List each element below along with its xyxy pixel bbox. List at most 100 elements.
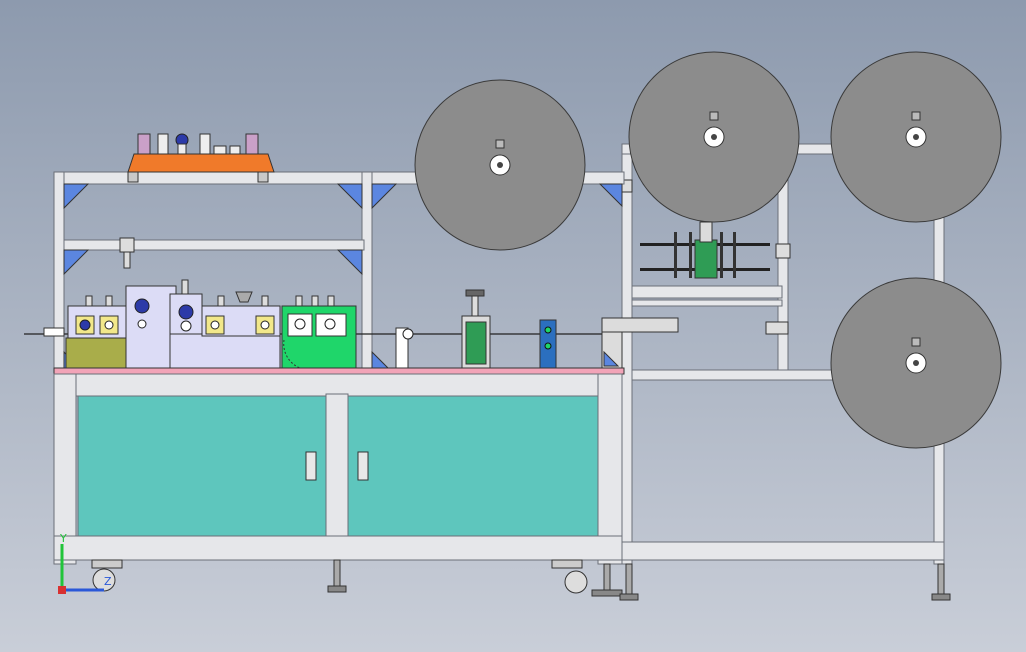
- idler-roller: [402, 328, 414, 340]
- rail-clamp: [119, 237, 135, 253]
- guide-rod: [733, 232, 736, 278]
- tension-roller: [694, 239, 718, 279]
- plate-knob: [177, 143, 187, 155]
- corner-bracket: [598, 183, 623, 208]
- caster-mount: [551, 559, 583, 569]
- table-top-rail: [53, 367, 625, 375]
- rail-clamp-rod: [123, 251, 131, 269]
- cabinet-post-mid: [325, 393, 349, 539]
- reel-lock: [911, 337, 921, 347]
- tension-spring: [699, 221, 713, 243]
- adjust-knob: [181, 279, 189, 295]
- rail-clamp: [775, 243, 791, 259]
- embossing-module: [125, 285, 177, 371]
- sensor-led: [544, 342, 552, 350]
- guide-rod: [720, 232, 723, 278]
- reel-lock: [709, 111, 719, 121]
- mid-beam: [63, 239, 365, 251]
- guide-rod: [689, 232, 692, 278]
- coordinate-triad-icon: Y Z: [58, 532, 112, 594]
- reel-shaft: [913, 360, 919, 366]
- reel-icon: [414, 79, 586, 251]
- upper-post-left: [53, 171, 65, 373]
- plate-knob: [157, 133, 169, 155]
- reel-lock: [911, 111, 921, 121]
- gear-roller: [180, 320, 192, 332]
- feed-roller: [104, 320, 114, 330]
- reel-shaft: [497, 162, 503, 168]
- unwind-shelf-lip: [631, 299, 783, 307]
- cutting-press-window: [465, 321, 487, 365]
- adjust-knob: [295, 295, 303, 307]
- process-stations: [24, 279, 679, 371]
- weld-guard-arc: [283, 339, 301, 369]
- corner-bracket: [336, 249, 363, 276]
- hopper-funnel: [235, 291, 253, 303]
- press-handle: [465, 289, 485, 297]
- reel-shaft: [913, 134, 919, 140]
- adjust-knob: [327, 295, 335, 307]
- drive-housing: [169, 333, 281, 371]
- reel-icon: [628, 51, 800, 223]
- reel-icon: [830, 51, 1002, 223]
- reel-shaft: [711, 134, 717, 140]
- press-screw: [471, 295, 479, 317]
- x-axis-origin: [58, 586, 66, 594]
- unwind-rail-bottom: [621, 541, 945, 561]
- y-axis-label: Y: [59, 532, 67, 545]
- door-handle-icon: [357, 451, 369, 481]
- plate-knob: [245, 133, 259, 155]
- sensor-led: [544, 326, 552, 334]
- web-guide: [43, 327, 65, 337]
- corner-bracket: [336, 183, 363, 210]
- weld-roller: [324, 318, 336, 330]
- emboss-roller: [137, 319, 147, 329]
- weld-roller: [294, 318, 306, 330]
- leveling-foot-pad: [327, 585, 347, 593]
- caster-mount: [91, 559, 123, 569]
- feed-roller: [79, 319, 91, 331]
- cabinet-door-left: [77, 395, 327, 537]
- orange-plate: [127, 153, 275, 173]
- reel-lock: [495, 139, 505, 149]
- adjust-knob: [311, 295, 319, 307]
- plate-knob: [137, 133, 151, 155]
- leveling-foot-icon: [603, 563, 611, 591]
- plate-knob: [213, 145, 227, 155]
- press-roller: [260, 320, 270, 330]
- cabinet-bottom-frame: [53, 535, 623, 561]
- press-roller: [210, 320, 220, 330]
- lower-cabinet: [53, 367, 625, 565]
- adjust-knob: [105, 295, 113, 307]
- cabinet-door-right: [347, 395, 599, 537]
- gear-roller: [178, 304, 194, 320]
- caster-wheel-icon: [564, 570, 588, 594]
- adjust-knob: [261, 295, 269, 307]
- leveling-foot-pad: [931, 593, 951, 601]
- leveling-foot-icon: [625, 563, 633, 595]
- guide-rod: [674, 232, 677, 278]
- cabinet-post-left: [53, 373, 77, 565]
- plate-foot: [127, 171, 139, 183]
- cabinet-top-frame: [53, 373, 623, 397]
- corner-bracket: [63, 249, 90, 276]
- door-handle-icon: [305, 451, 317, 481]
- adjust-knob: [217, 295, 225, 307]
- unwind-shelf: [631, 285, 783, 299]
- corner-bracket: [63, 183, 90, 210]
- emboss-roller: [134, 298, 150, 314]
- leveling-foot-pad: [619, 593, 639, 601]
- leveling-foot-pad: [591, 589, 623, 597]
- corner-bracket: [603, 350, 620, 367]
- outfeed-arm: [601, 317, 679, 333]
- plate-knob: [199, 133, 211, 155]
- cabinet-post-right: [597, 373, 623, 565]
- leveling-foot-icon: [937, 563, 945, 595]
- plate-foot: [257, 171, 269, 183]
- reel-icon: [830, 277, 1002, 449]
- supports: [91, 559, 951, 601]
- top-control-plate: [127, 133, 275, 183]
- z-axis-label: Z: [104, 575, 112, 588]
